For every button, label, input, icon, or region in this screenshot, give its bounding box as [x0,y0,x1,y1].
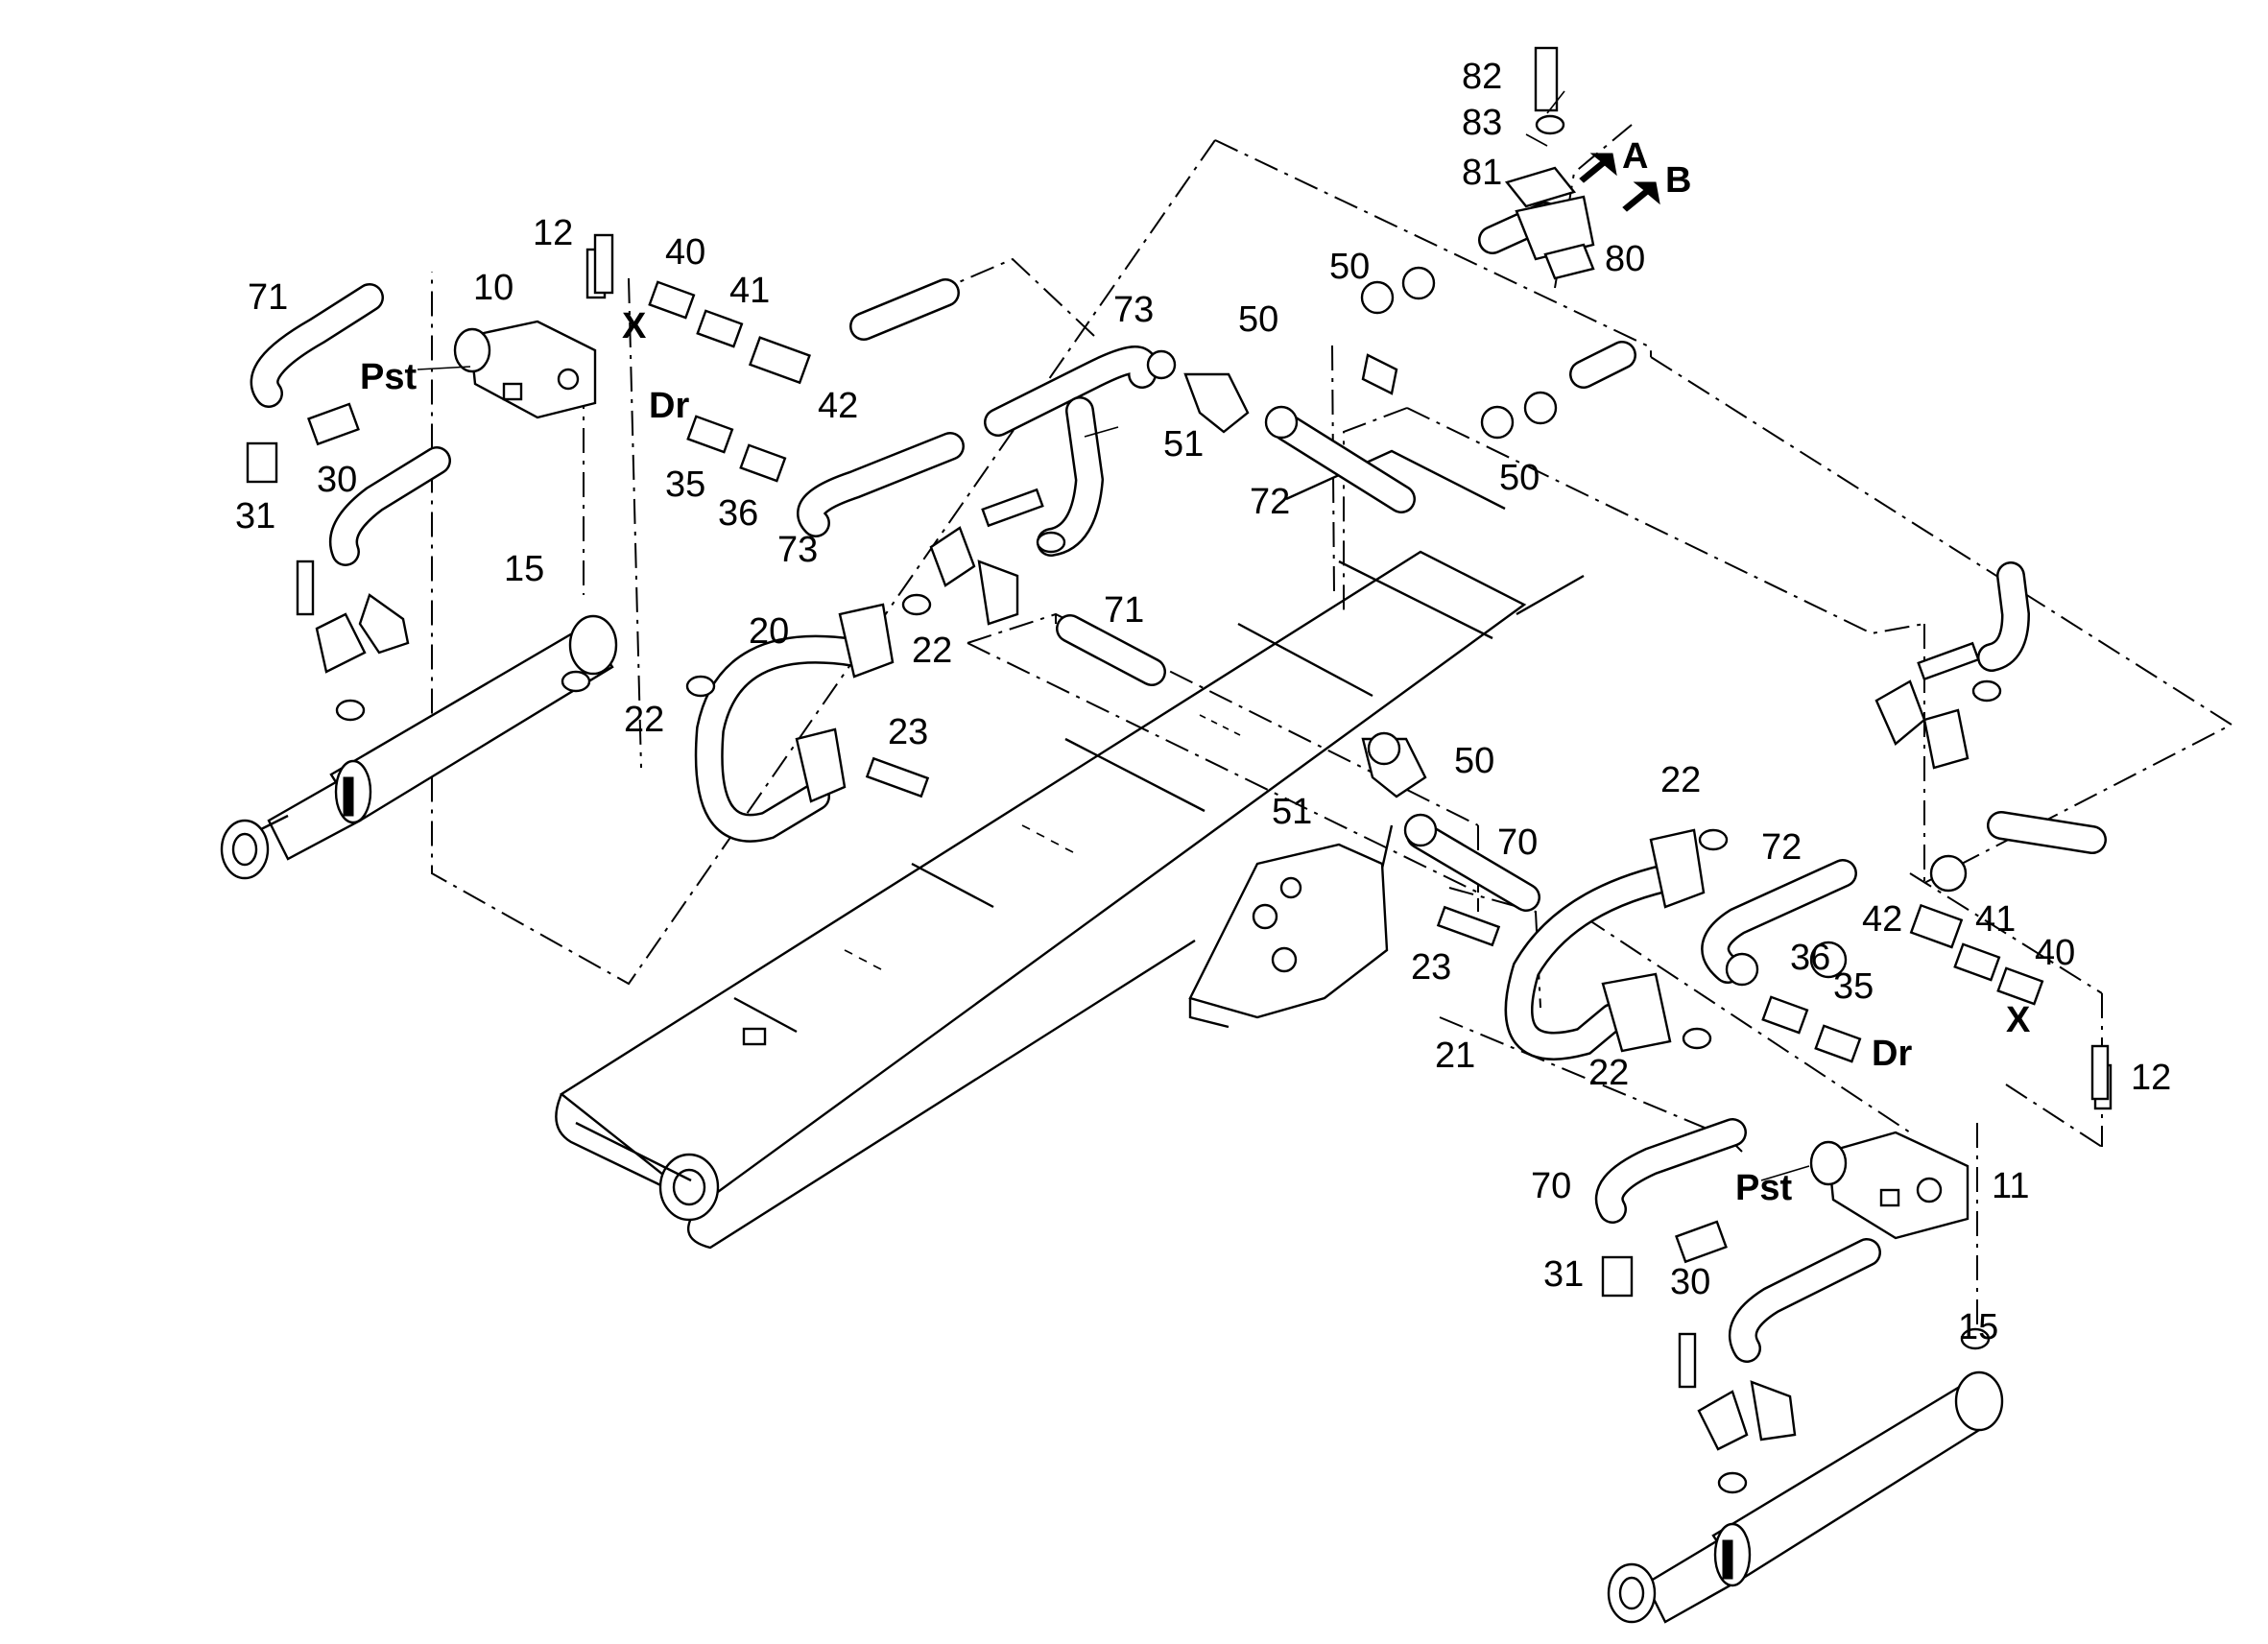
valve-block-10 [453,248,607,419]
label-22-a: 22 [912,631,952,671]
label-70-a: 70 [1497,822,1538,863]
label-22-b: 22 [624,700,664,740]
label-83-top: 83 [1462,103,1502,143]
label-40-right: 40 [2035,933,2075,973]
label-31-right: 31 [1543,1254,1584,1295]
label-15-left: 15 [504,549,544,589]
label-80: 80 [1605,239,1645,279]
label-12-right: 12 [2131,1058,2171,1098]
hoses [250,202,2107,1363]
label-50-d: 50 [1454,741,1494,781]
label-71-mid: 71 [1104,590,1144,631]
label-31-left: 31 [235,496,275,536]
callout-labels: 82 83 81 A B 80 12 40 41 71 10 X Pst Dr … [235,57,2171,1347]
fittings [246,46,2110,1494]
label-73-a: 73 [1113,290,1154,330]
label-71-left: 71 [248,277,288,318]
label-dr-right: Dr [1872,1034,1912,1074]
label-10: 10 [473,268,513,308]
label-23-b: 23 [1411,947,1451,988]
label-42-left: 42 [818,386,858,426]
label-22-d: 22 [1588,1053,1629,1093]
label-72-a: 72 [1250,482,1290,522]
valve-block-11 [1809,1063,2113,1240]
label-81-top: 81 [1462,153,1502,193]
label-b: B [1665,160,1691,201]
label-35-right: 35 [1833,966,1874,1007]
label-35-left: 35 [665,465,705,505]
pipe-20 [694,603,895,843]
leader-lines [417,90,1810,1181]
label-a: A [1622,136,1648,177]
label-dr-left: Dr [649,386,689,426]
label-50-c: 50 [1499,458,1540,498]
label-12-left: 12 [533,213,573,253]
label-51-a: 51 [1163,424,1204,465]
label-82-top: 82 [1462,57,1502,97]
boom-arm [555,449,1585,1250]
label-21: 21 [1435,1036,1475,1076]
label-42-right: 42 [1862,899,1902,940]
label-pst-right: Pst [1735,1168,1792,1208]
label-50-b: 50 [1238,299,1278,340]
label-30-left: 30 [317,460,357,500]
right-hydraulic-cylinder [1607,1370,2004,1624]
label-pst-left: Pst [360,357,417,397]
label-70-b: 70 [1531,1166,1571,1206]
label-41-right: 41 [1975,899,2016,940]
fitting-40-41-42-left [648,280,811,385]
fitting-30-left [246,402,360,484]
label-51-b: 51 [1272,792,1312,832]
label-x-right: X [2006,1000,2031,1040]
label-15-right: 15 [1958,1307,1998,1347]
label-11: 11 [1992,1166,2029,1206]
label-20: 20 [749,611,789,652]
label-36-right: 36 [1790,938,1830,978]
label-x-left: X [622,306,647,346]
label-73-b: 73 [777,530,818,570]
label-72-b: 72 [1761,827,1802,868]
label-50-a: 50 [1329,247,1370,287]
label-36-left: 36 [718,493,758,534]
fitting-35-36-left [686,415,787,483]
label-40-left: 40 [665,232,705,273]
fitting-right-group [1601,903,2044,1298]
label-23-a: 23 [888,712,928,752]
pipe-21 [1504,828,1706,1060]
label-22-c: 22 [1660,760,1701,800]
left-hydraulic-cylinder [220,614,618,880]
label-30-right: 30 [1670,1262,1710,1302]
label-41-left: 41 [729,271,770,311]
